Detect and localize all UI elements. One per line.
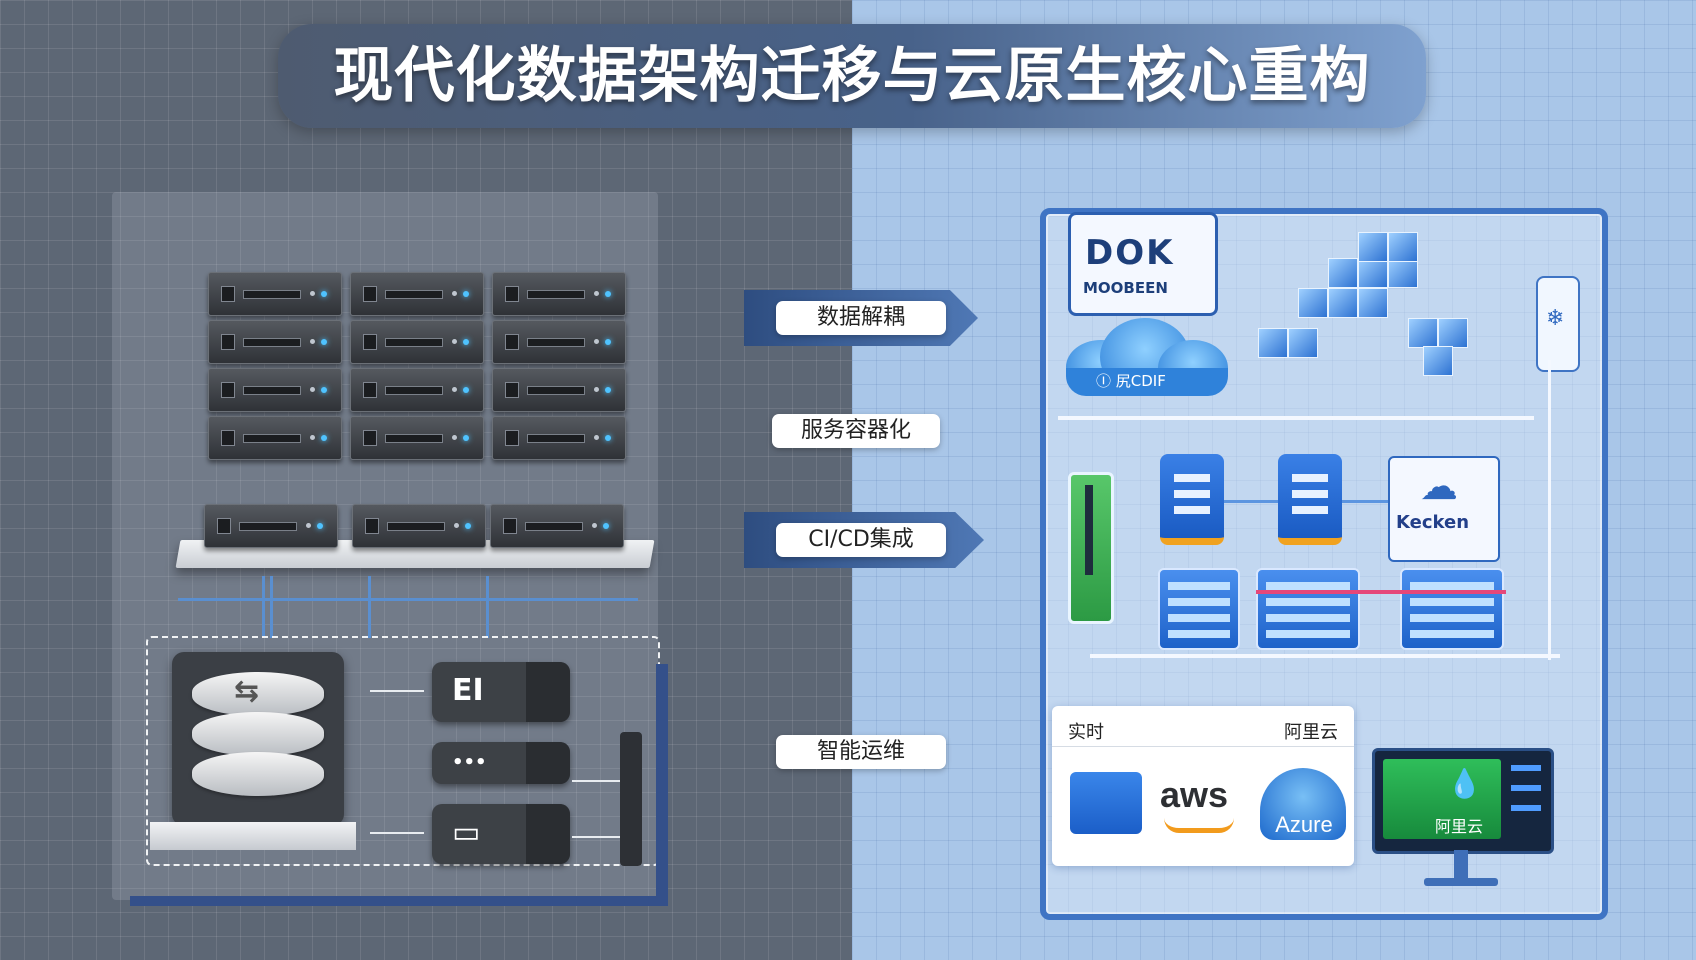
config-icon: ❄: [1536, 276, 1580, 372]
monitor-base: [1424, 878, 1498, 886]
server-unit: [492, 272, 626, 316]
microservice-box: [1160, 454, 1224, 545]
connector-line: [1548, 360, 1551, 660]
monitor-stand: [1454, 850, 1468, 880]
data-table: [1256, 568, 1360, 650]
provider-header-realtime: 实时: [1068, 722, 1104, 743]
docker-logo: DOK MOOBEEN: [1068, 212, 1218, 316]
title-banner: [278, 24, 1426, 128]
connector-line: [368, 576, 371, 638]
server-unit: [350, 368, 484, 412]
cicd-pipeline: [1068, 472, 1114, 624]
database-base: [150, 822, 356, 850]
cloud-background: [852, 0, 1696, 960]
aliyun-monitor: 💧 阿里云: [1372, 748, 1554, 854]
server-unit: [490, 504, 624, 548]
kubernetes-cluster: [1258, 228, 1482, 378]
connector-line: [1090, 654, 1560, 658]
database-glyph: ⇆: [234, 674, 260, 709]
provider-header-aliyun: 阿里云: [1284, 722, 1338, 743]
microservice-box: [1278, 454, 1342, 545]
server-unit: [350, 320, 484, 364]
connector-line: [572, 780, 620, 782]
legacy-module: EI: [432, 662, 570, 722]
server-unit: [350, 272, 484, 316]
data-table: [1400, 568, 1504, 650]
connector-line: [262, 576, 265, 638]
server-unit: [492, 416, 626, 460]
legacy-module: ▭: [432, 804, 570, 864]
aws-logo: aws: [1160, 774, 1229, 815]
server-unit: [492, 320, 626, 364]
connector-line: [486, 576, 489, 638]
data-table: [1158, 568, 1240, 650]
step-aiops: 智能运维: [776, 735, 946, 769]
database-icon: ⇆: [172, 652, 344, 826]
server-unit: [350, 416, 484, 460]
server-unit: [208, 368, 342, 412]
page-title: 现代化数据架构迁移与云原生核心重构: [333, 41, 1371, 111]
legacy-module: •••: [432, 742, 570, 784]
connector-line: [370, 690, 424, 692]
cloud-provider-panel: 实时 阿里云 aws Azure: [1052, 706, 1354, 866]
panel-edge: [130, 896, 668, 906]
connector-line: [178, 598, 638, 601]
server-unit: [208, 272, 342, 316]
panel-edge: [656, 664, 668, 904]
connector-line: [270, 576, 273, 638]
legacy-background: [0, 0, 852, 960]
connector-line: [572, 836, 620, 838]
network-switch: [620, 732, 642, 866]
connector-line: [370, 832, 424, 834]
kecken-logo: ☁ Kecken: [1388, 456, 1500, 562]
storage-icon: [1070, 772, 1142, 834]
server-unit: [492, 368, 626, 412]
step-cicd: CI/CD集成: [776, 523, 946, 557]
step-containerize: 服务容器化: [772, 414, 940, 448]
azure-logo: Azure: [1275, 812, 1333, 837]
azure-cloud-icon: [1260, 768, 1346, 840]
server-unit: [208, 416, 342, 460]
step-decouple: 数据解耦: [776, 301, 946, 335]
data-flow-line: [1256, 590, 1506, 594]
connector-line: [1058, 416, 1534, 420]
server-unit: [204, 504, 338, 548]
server-unit: [208, 320, 342, 364]
aws-smile-icon: [1164, 818, 1234, 833]
server-unit: [352, 504, 486, 548]
